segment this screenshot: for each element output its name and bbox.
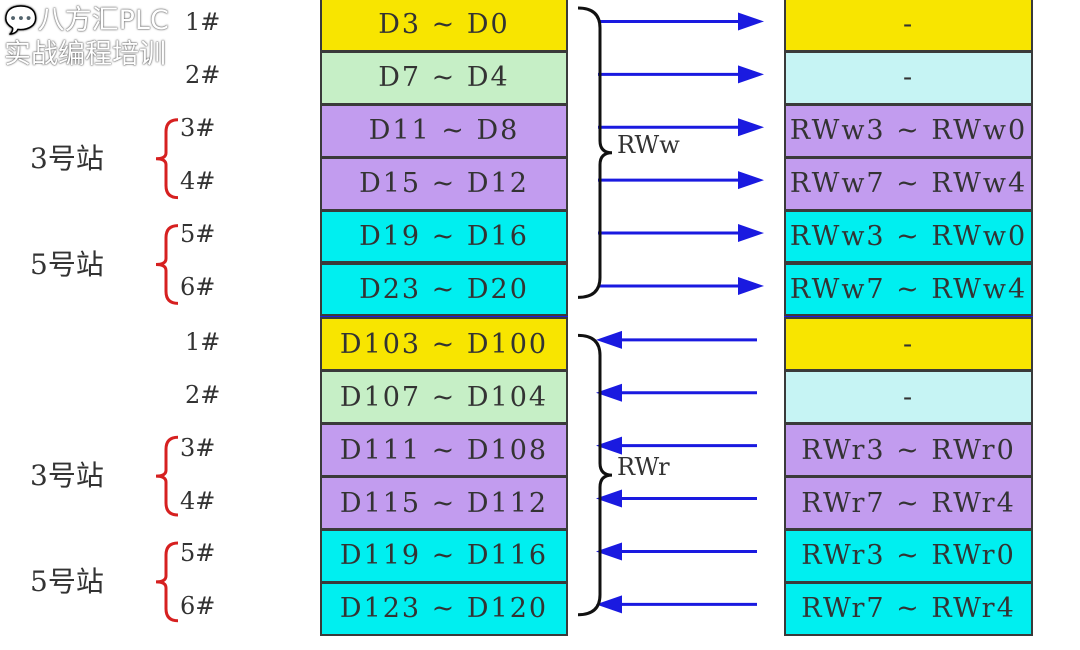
station-number-label: 5# (180, 539, 216, 568)
station-number-label: 3# (180, 114, 216, 143)
station-number-label: 6# (180, 272, 216, 301)
red-brace-icon (155, 435, 179, 517)
d-register-box: D3 ~ D0 (320, 0, 568, 52)
d-register-box: D19 ~ D16 (320, 209, 568, 264)
station-label: 5号站 (30, 247, 104, 281)
station-label: 3号站 (30, 459, 104, 493)
station-number-label: 1# (185, 8, 221, 37)
station-number-label: 3# (180, 433, 216, 462)
station-number-label: 4# (180, 167, 216, 196)
d-register-box: D11 ~ D8 (320, 103, 568, 158)
arrow-right-icon (598, 65, 764, 84)
link-register-box: - (784, 0, 1033, 52)
arrow-left-icon (596, 595, 757, 614)
d-register-box: D123 ~ D120 (320, 581, 568, 636)
link-register-box: RWr3 ~ RWr0 (784, 529, 1033, 583)
d-register-box: D111 ~ D108 (320, 423, 568, 478)
arrow-right-icon (598, 276, 764, 295)
d-register-box: D119 ~ D116 (320, 529, 568, 583)
watermark: 💬八方汇PLC实战编程培训 (4, 4, 172, 72)
station-number-label: 2# (185, 380, 221, 409)
station-label: 3号站 (30, 141, 104, 175)
link-register-box: - (784, 370, 1033, 425)
link-register-box: RWr7 ~ RWr4 (784, 581, 1033, 636)
arrow-left-icon (596, 436, 757, 455)
arrow-left-icon (596, 489, 757, 508)
red-brace-icon (155, 118, 179, 200)
red-brace-icon (155, 224, 179, 305)
link-register-box: - (784, 317, 1033, 372)
wechat-icon: 💬 (4, 5, 38, 36)
d-register-box: D115 ~ D112 (320, 476, 568, 530)
brace-icon (577, 333, 613, 617)
link-register-box: RWw7 ~ RWw4 (784, 156, 1033, 211)
station-label: 5号站 (30, 564, 104, 598)
d-register-box: D15 ~ D12 (320, 156, 568, 211)
d-register-box: D107 ~ D104 (320, 370, 568, 425)
station-number-label: 6# (180, 592, 216, 621)
d-register-box: D103 ~ D100 (320, 317, 568, 372)
d-register-box: D23 ~ D20 (320, 262, 568, 317)
station-number-label: 4# (180, 486, 216, 515)
station-number-label: 1# (185, 327, 221, 356)
arrow-left-icon (596, 542, 757, 561)
watermark-text: 八方汇PLC实战编程培训 (4, 5, 169, 70)
link-register-box: RWr7 ~ RWr4 (784, 476, 1033, 530)
arrow-right-icon (598, 118, 764, 137)
link-register-box: RWw7 ~ RWw4 (784, 262, 1033, 317)
arrow-left-icon (596, 330, 757, 349)
arrow-left-icon (596, 383, 757, 402)
arrow-right-icon (598, 12, 764, 31)
link-register-box: RWr3 ~ RWr0 (784, 423, 1033, 478)
station-number-label: 5# (180, 220, 216, 249)
arrow-right-icon (598, 224, 764, 243)
red-brace-icon (155, 541, 179, 623)
bus-label: RWr (617, 453, 670, 482)
d-register-box: D7 ~ D4 (320, 50, 568, 105)
link-register-box: RWw3 ~ RWw0 (784, 103, 1033, 158)
bus-label: RWw (617, 130, 680, 159)
station-number-label: 2# (185, 61, 221, 90)
link-register-box: - (784, 50, 1033, 105)
link-register-box: RWw3 ~ RWw0 (784, 209, 1033, 264)
brace-icon (577, 6, 613, 299)
arrow-right-icon (598, 171, 764, 190)
